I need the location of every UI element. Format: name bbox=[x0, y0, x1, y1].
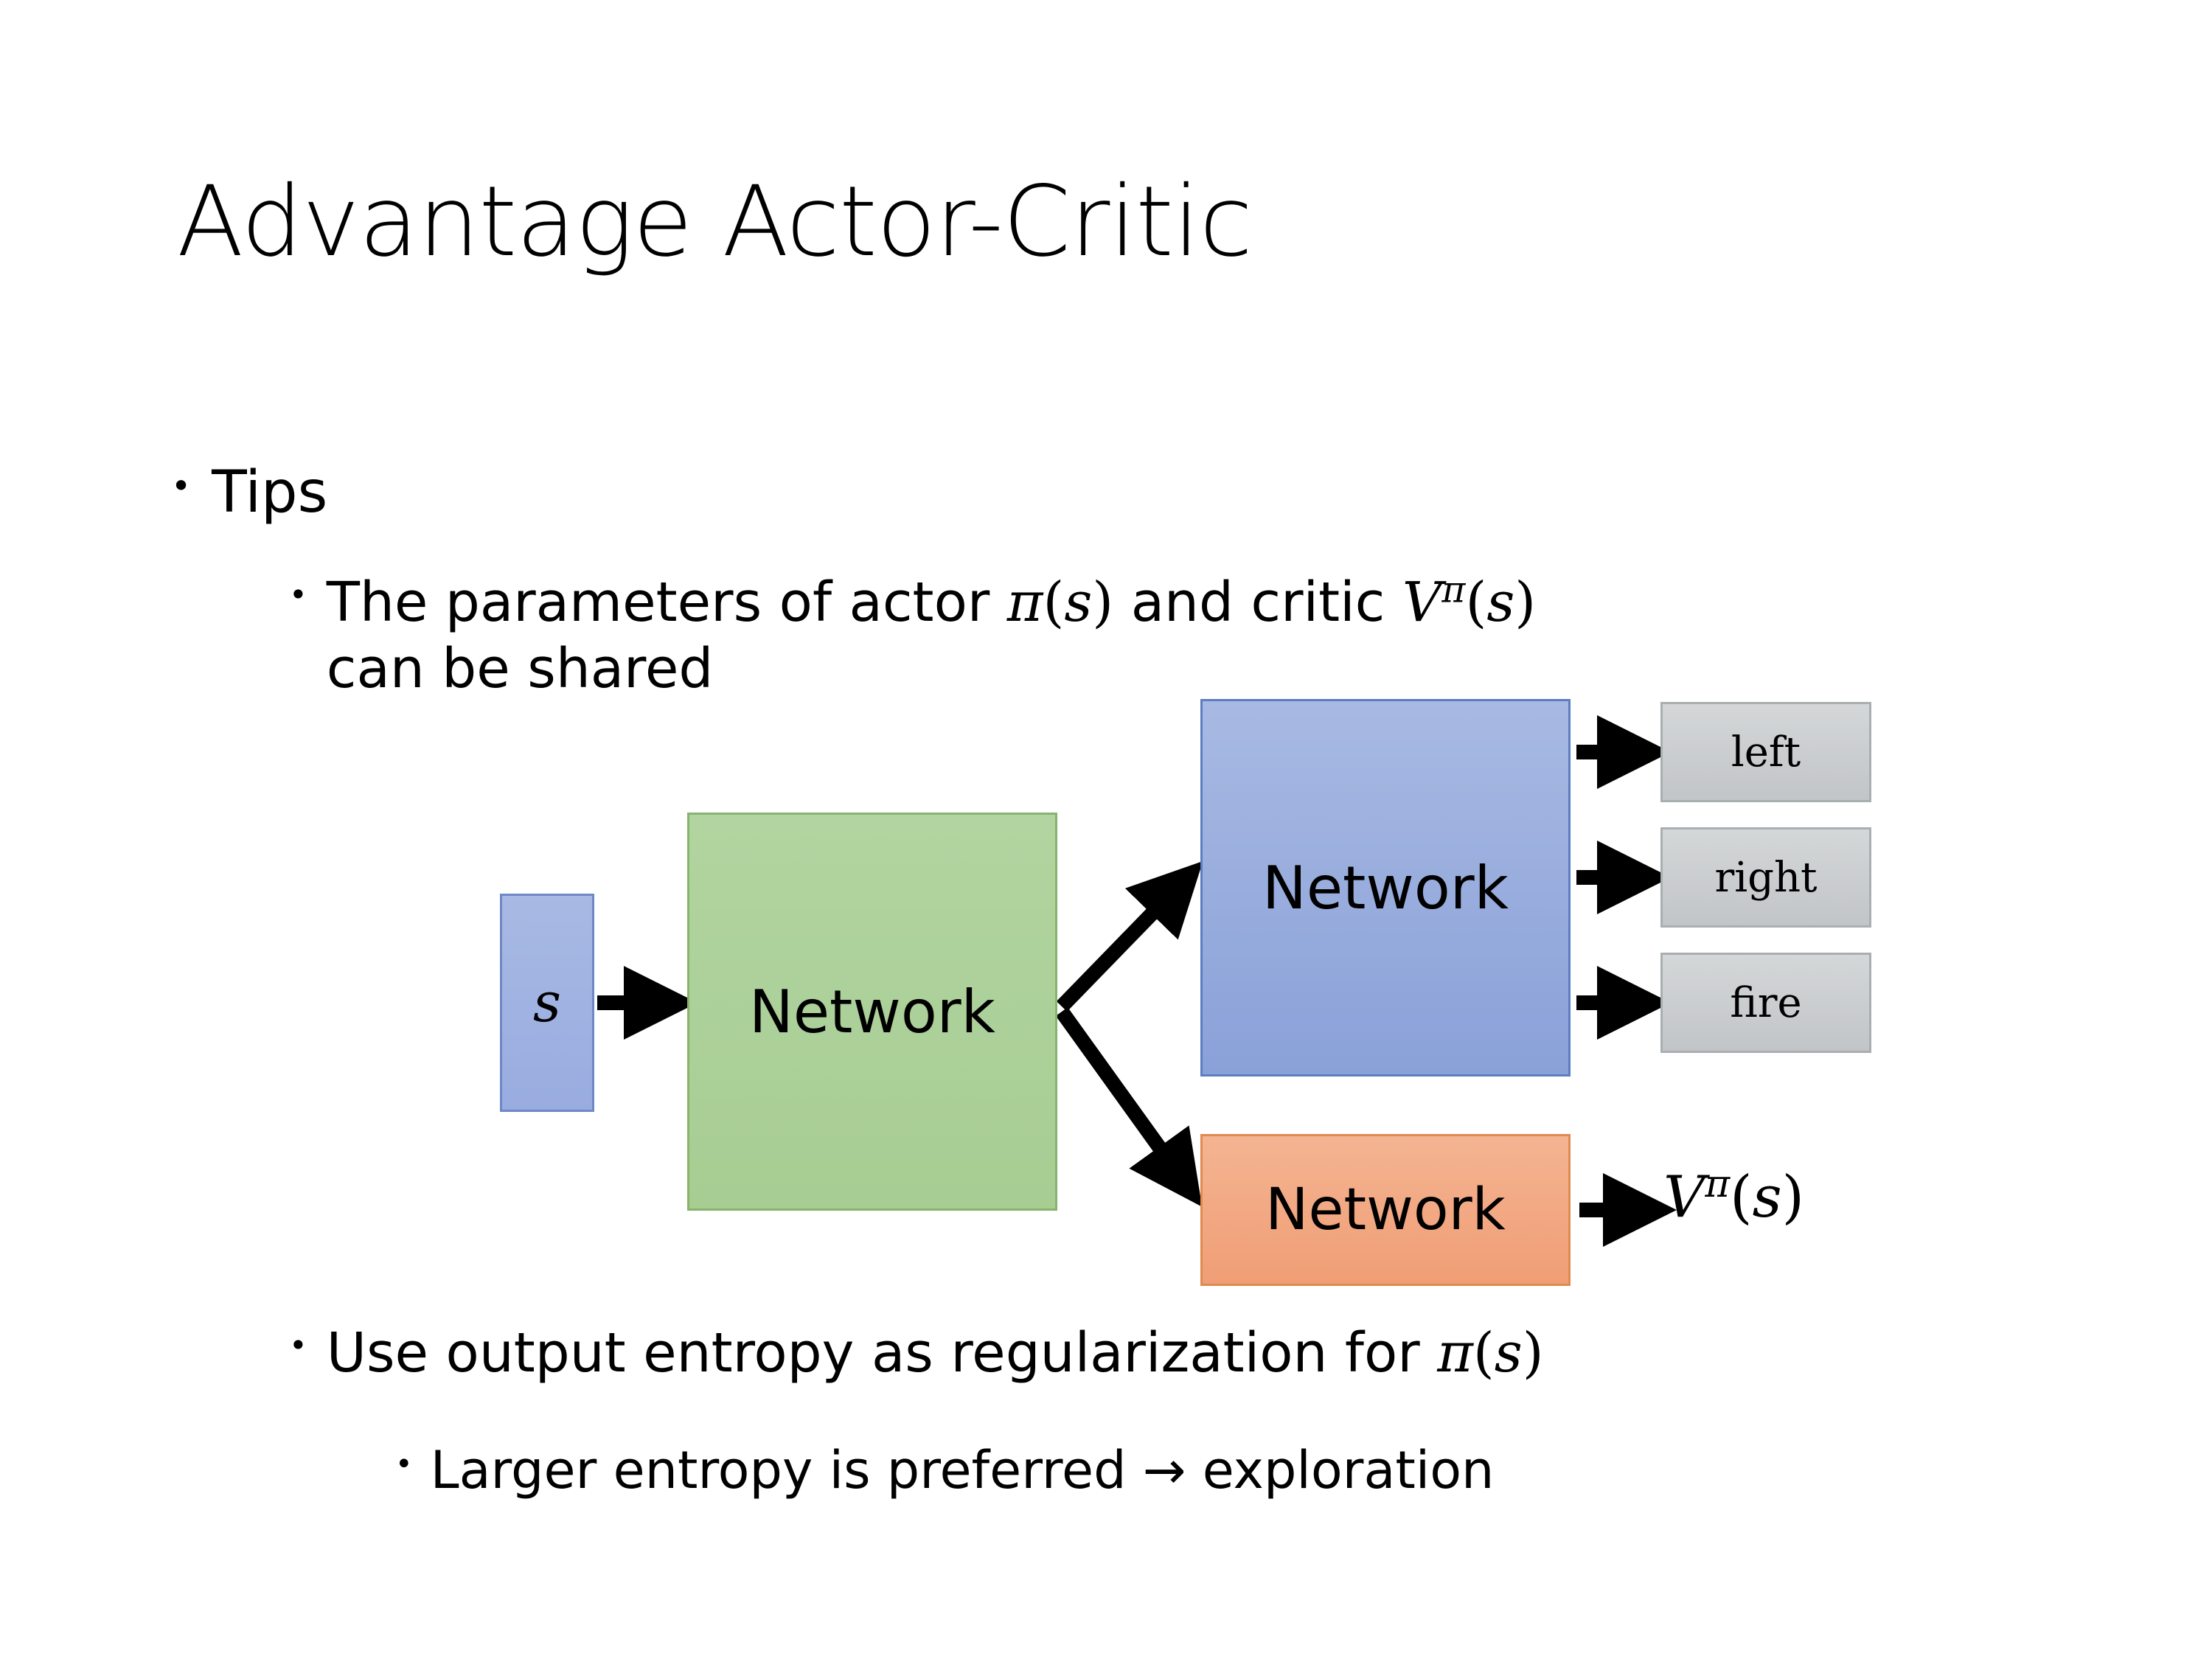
action-label-right: right bbox=[1714, 853, 1818, 902]
state-label: s bbox=[533, 971, 561, 1034]
entropy-prefix: Use output entropy as regularization for bbox=[326, 1321, 1438, 1385]
entropy-paren-open: ( bbox=[1472, 1321, 1495, 1385]
bullet-entropy-regularization: • Use output entropy as regularization f… bbox=[289, 1320, 2059, 1386]
bullet-marker-icon: • bbox=[289, 1327, 307, 1363]
critic-paren-close: ) bbox=[1514, 571, 1537, 634]
bullet-tips: • Tips bbox=[171, 459, 327, 526]
actor-pi-symbol: π bbox=[1006, 571, 1043, 634]
bullet-marker-icon: • bbox=[289, 577, 307, 613]
bullet-marker-icon: • bbox=[171, 466, 192, 506]
params-line2: can be shared bbox=[326, 637, 714, 701]
state-input-box[interactable]: s bbox=[500, 894, 594, 1112]
params-prefix: The parameters of actor bbox=[326, 571, 1007, 634]
value-paren-close: ) bbox=[1781, 1164, 1805, 1231]
bullet-shared-parameters-text: The parameters of actor π(s) and critic … bbox=[327, 569, 2073, 703]
actor-paren-close: ) bbox=[1092, 571, 1114, 634]
entropy-arg-s: s bbox=[1494, 1321, 1523, 1385]
critic-network-box[interactable]: Network bbox=[1200, 1134, 1571, 1286]
action-label-left: left bbox=[1731, 728, 1801, 776]
arrow-shared-to-critic bbox=[1055, 1007, 1203, 1207]
critic-v-symbol: V bbox=[1402, 571, 1442, 634]
critic-pi-superscript: π bbox=[1441, 568, 1466, 611]
critic-network-label: Network bbox=[1265, 1177, 1506, 1243]
action-box-fire[interactable]: fire bbox=[1660, 953, 1871, 1053]
value-v-symbol: V bbox=[1663, 1164, 1705, 1231]
actor-arg-s: s bbox=[1064, 571, 1093, 634]
actor-network-label: Network bbox=[1262, 853, 1509, 922]
action-label-fire: fire bbox=[1730, 978, 1802, 1027]
bullet-larger-entropy: • Larger entropy is preferred → explorat… bbox=[395, 1439, 2091, 1502]
critic-arg-s: s bbox=[1486, 571, 1515, 634]
bullet-entropy-text: Use output entropy as regularization for… bbox=[327, 1320, 2059, 1386]
params-middle: and critic bbox=[1113, 571, 1402, 634]
critic-paren-open: ( bbox=[1465, 571, 1487, 634]
value-pi-superscript: π bbox=[1705, 1162, 1731, 1206]
bullet-shared-parameters: • The parameters of actor π(s) and criti… bbox=[289, 569, 2073, 703]
shared-network-label: Network bbox=[748, 977, 996, 1046]
value-output-label: Vπ(s) bbox=[1663, 1164, 1804, 1231]
bullet-larger-entropy-label: Larger entropy is preferred → exploratio… bbox=[430, 1440, 1495, 1500]
bullet-tips-label: Tips bbox=[212, 459, 328, 526]
value-paren-open: ( bbox=[1730, 1164, 1753, 1231]
arrow-shared-to-actor bbox=[1056, 860, 1203, 1012]
shared-network-box[interactable]: Network bbox=[687, 813, 1057, 1211]
actor-paren-open: ( bbox=[1043, 571, 1065, 634]
value-arg-s: s bbox=[1752, 1164, 1782, 1231]
page-title: Advantage Actor-Critic bbox=[177, 165, 1253, 279]
bullet-marker-icon: • bbox=[395, 1447, 413, 1481]
entropy-paren-close: ) bbox=[1522, 1321, 1544, 1385]
action-box-left[interactable]: left bbox=[1660, 702, 1871, 802]
entropy-pi-symbol: π bbox=[1437, 1321, 1473, 1385]
action-box-right[interactable]: right bbox=[1660, 827, 1871, 928]
actor-network-box[interactable]: Network bbox=[1200, 699, 1571, 1077]
